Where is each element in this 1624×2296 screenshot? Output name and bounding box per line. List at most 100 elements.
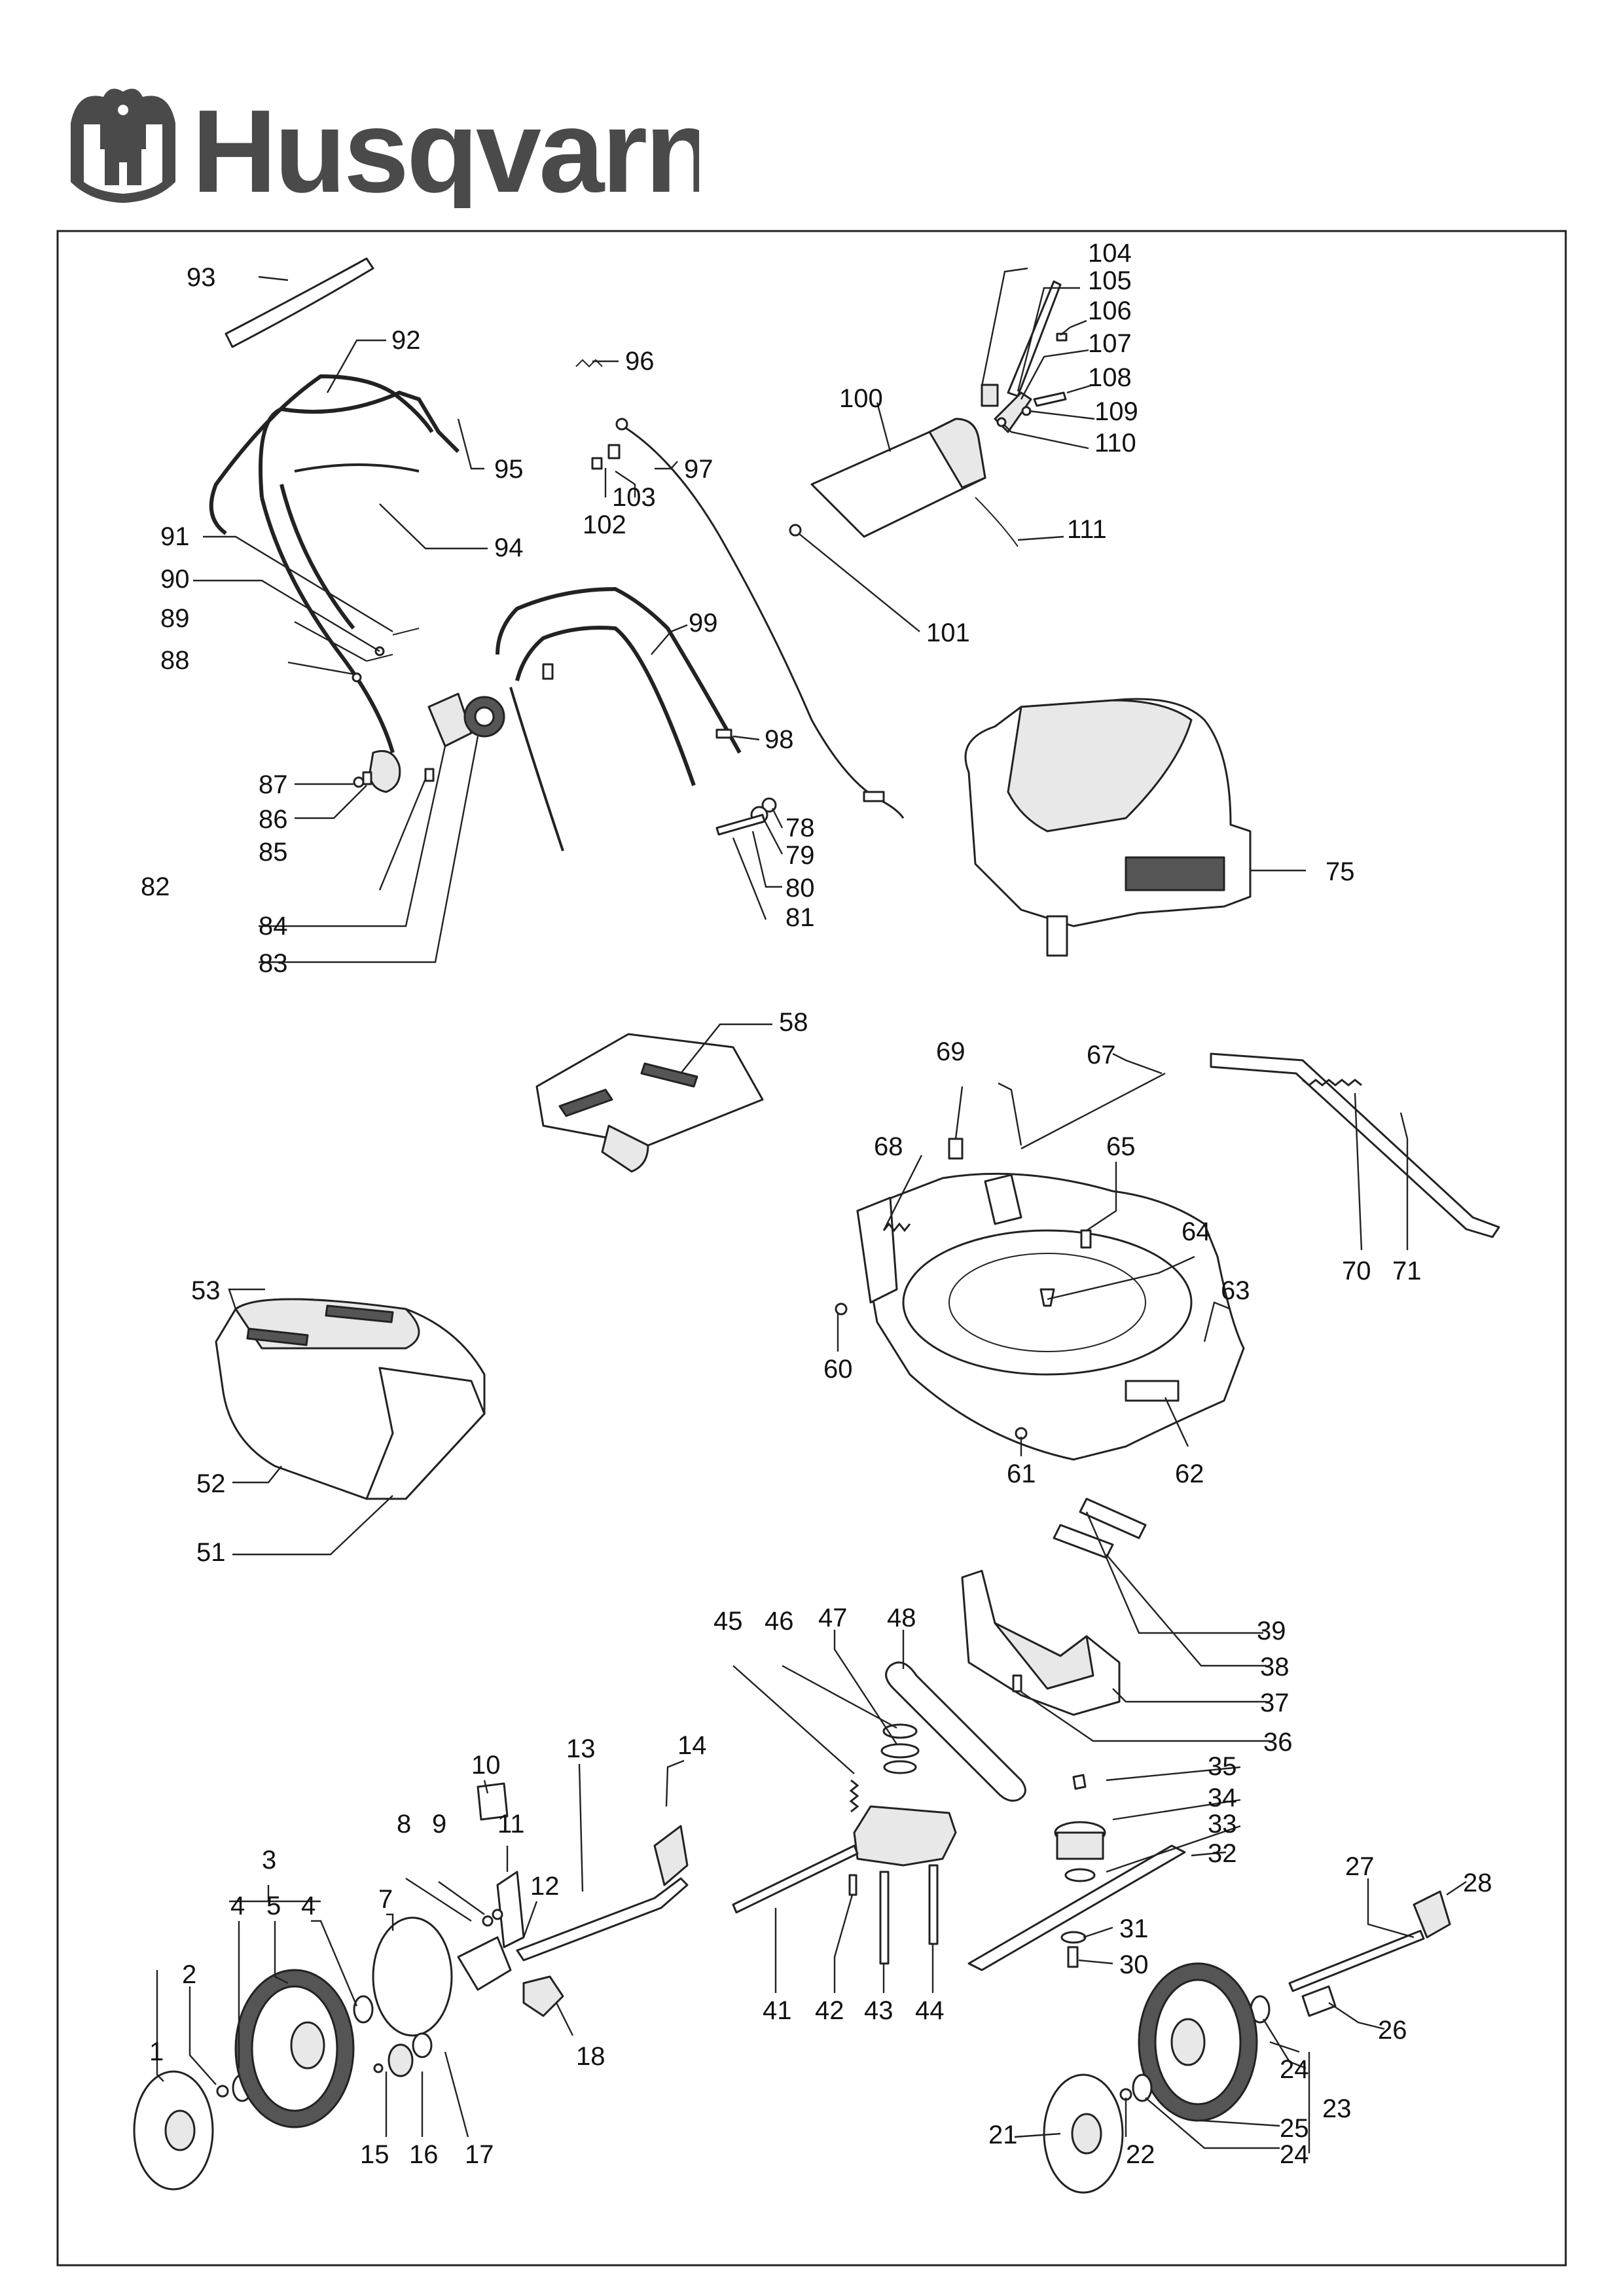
callout-105: 105 — [1088, 266, 1132, 295]
washer-15 — [373, 2063, 384, 2073]
callout-9: 9 — [432, 1810, 446, 1839]
callout-82: 82 — [141, 872, 170, 901]
callout-28: 28 — [1463, 1869, 1492, 1897]
callout-27: 27 — [1345, 1852, 1375, 1881]
callout-62: 62 — [1175, 1460, 1204, 1488]
ratchet-hub-83 — [474, 706, 495, 727]
lever-104 — [1007, 280, 1062, 397]
handle-tube-left-b — [280, 484, 355, 630]
callout-90: 90 — [160, 565, 190, 594]
hub-cap-21-center — [1071, 2113, 1102, 2155]
rear-axle-71 — [1210, 1052, 1500, 1238]
pulley-47 — [880, 1743, 920, 1759]
nipple-69 — [948, 1138, 964, 1160]
callout-13: 13 — [566, 1734, 596, 1763]
callout-86: 86 — [259, 805, 288, 834]
pin-44 — [928, 1864, 939, 1945]
handle-tube-left — [260, 497, 395, 753]
callout-61: 61 — [1007, 1460, 1036, 1488]
cover-58-hinge — [601, 1124, 649, 1173]
callout-75: 75 — [1326, 857, 1355, 886]
callout-12: 12 — [530, 1872, 560, 1901]
callout-97: 97 — [684, 455, 713, 484]
strip-39 — [1079, 1498, 1147, 1539]
callout-41: 41 — [763, 1996, 792, 2025]
callout-37: 37 — [1260, 1689, 1290, 1717]
spring-96 — [575, 359, 603, 368]
bracket-11 — [496, 1871, 525, 1948]
blade-32 — [967, 1844, 1186, 1971]
gearbox-41 — [853, 1805, 957, 1867]
callout-32: 32 — [1208, 1839, 1237, 1868]
callout-63: 63 — [1221, 1276, 1250, 1305]
axle-bracket-28 — [1413, 1890, 1451, 1939]
callout-58: 58 — [779, 1008, 808, 1037]
callout-18: 18 — [576, 2042, 605, 2071]
clamp-18 — [522, 1975, 564, 2017]
callout-106: 106 — [1088, 296, 1132, 325]
callout-15: 15 — [360, 2140, 389, 2169]
adapter-64 — [1039, 1288, 1055, 1307]
screw-101 — [789, 524, 802, 537]
handle-grip-93 — [225, 257, 374, 348]
drive-belt-48 — [885, 1661, 1026, 1802]
lower-handle-lead — [509, 687, 564, 852]
part-103 — [607, 444, 621, 459]
cover-58-grill — [558, 1062, 698, 1117]
callout-16: 16 — [409, 2140, 439, 2169]
callout-5: 5 — [266, 1892, 281, 1920]
screw-36 — [1012, 1674, 1022, 1693]
wheel-25-hub — [1170, 2018, 1206, 2066]
callout-85: 85 — [259, 838, 288, 867]
callout-81: 81 — [785, 903, 815, 932]
engine-fins-75 — [1125, 856, 1225, 891]
lower-handle-99 — [496, 586, 742, 754]
nut-110 — [996, 417, 1007, 427]
callout-108: 108 — [1088, 363, 1132, 392]
callout-35: 35 — [1208, 1752, 1237, 1781]
hub-cap-1-center — [164, 2109, 196, 2151]
bolt-89 — [366, 654, 393, 662]
upper-handle-bar-95 — [259, 390, 460, 498]
nut-9 — [492, 1909, 503, 1920]
callout-100: 100 — [839, 384, 883, 413]
callout-89: 89 — [160, 604, 190, 633]
callout-60: 60 — [823, 1355, 853, 1384]
bolt-30 — [1067, 1946, 1079, 1968]
wheel-cover-7 — [372, 1916, 453, 2037]
callout-33: 33 — [1208, 1810, 1237, 1839]
callout-67: 67 — [1087, 1041, 1116, 1069]
screw-91 — [392, 628, 420, 636]
callout-88: 88 — [160, 646, 190, 675]
spring-45 — [849, 1779, 859, 1813]
callout-110: 110 — [1094, 429, 1136, 457]
washer-46 — [882, 1723, 918, 1739]
callout-26: 26 — [1378, 2016, 1407, 2045]
screw-2 — [216, 2085, 229, 2098]
callout-84: 84 — [259, 912, 288, 941]
deck-inner-ring — [948, 1253, 1146, 1352]
washer-31 — [1060, 1931, 1087, 1944]
baffle-37 — [961, 1570, 1121, 1716]
callout-4-left: 4 — [230, 1892, 245, 1920]
callout-2: 2 — [182, 1960, 196, 1989]
bearing-24b — [1132, 2073, 1153, 2102]
deck-bracket-left — [856, 1196, 898, 1304]
upper-handle-92 — [209, 374, 434, 535]
callout-102: 102 — [583, 511, 626, 539]
rear-axle-27 — [1288, 1929, 1425, 1992]
callout-109: 109 — [1094, 397, 1138, 426]
callout-25: 25 — [1280, 2114, 1309, 2143]
clamp-84 — [427, 692, 473, 747]
callout-45: 45 — [713, 1607, 743, 1636]
callout-47: 47 — [818, 1604, 848, 1632]
cable-111 — [975, 497, 1019, 547]
deck-bracket-right — [984, 1174, 1022, 1225]
bracket-98 — [715, 728, 732, 739]
callout-labels: 1 2 3 4 5 4 7 8 9 10 11 12 13 14 15 16 1… — [141, 239, 1492, 2169]
pin-42 — [848, 1874, 857, 1896]
callout-91: 91 — [160, 522, 190, 551]
callout-111: 111 — [1067, 515, 1107, 544]
callout-36: 36 — [1263, 1728, 1293, 1757]
front-axle-13 — [516, 1877, 689, 1962]
